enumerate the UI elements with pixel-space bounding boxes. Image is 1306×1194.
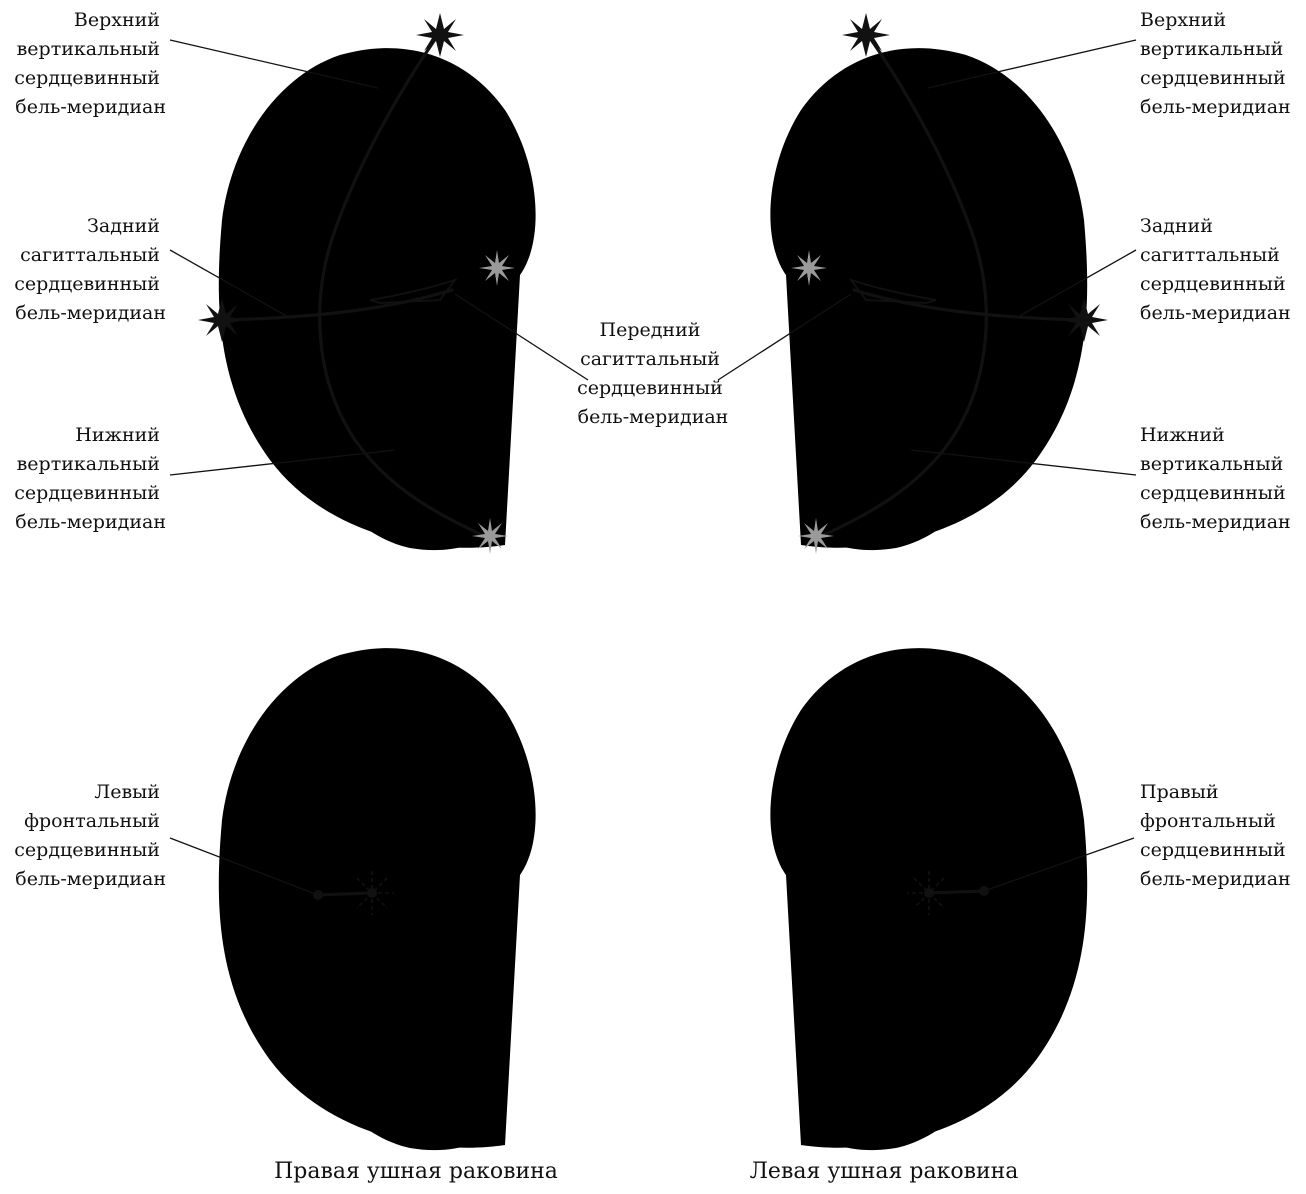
- caption-right-ear: Правая ушная раковина: [274, 1159, 558, 1184]
- caption-left-ear: Левая ушная раковина: [750, 1159, 1019, 1184]
- label-posterior-sagittal-right: Задний сагиттальный сердцевинный бель-ме…: [14, 215, 166, 324]
- starburst-icon: [416, 13, 464, 57]
- label-lower-vertical-right: Нижний вертикальный сердцевинный бель-ме…: [14, 424, 166, 533]
- right-frontal-meridian-line: [929, 891, 984, 893]
- label-lower-vertical-left: Нижний вертикальный сердцевинный бель-ме…: [1140, 424, 1292, 533]
- label-right-frontal: Правый фронтальный сердцевинный бель-мер…: [1140, 781, 1292, 890]
- starburst-icon: [842, 13, 890, 57]
- label-anterior-sagittal: Передний сагиттальный сердцевинный бель-…: [577, 319, 729, 428]
- label-posterior-sagittal-left: Задний сагиттальный сердцевинный бель-ме…: [1140, 215, 1292, 324]
- left-frontal-meridian-line: [318, 893, 372, 895]
- label-upper-vertical-left: Верхний вертикальный сердцевинный бель-м…: [1140, 9, 1292, 118]
- label-upper-vertical-right: Верхний вертикальный сердцевинный бель-м…: [14, 9, 166, 118]
- label-left-frontal: Левый фронтальный сердцевинный бель-мери…: [14, 781, 166, 890]
